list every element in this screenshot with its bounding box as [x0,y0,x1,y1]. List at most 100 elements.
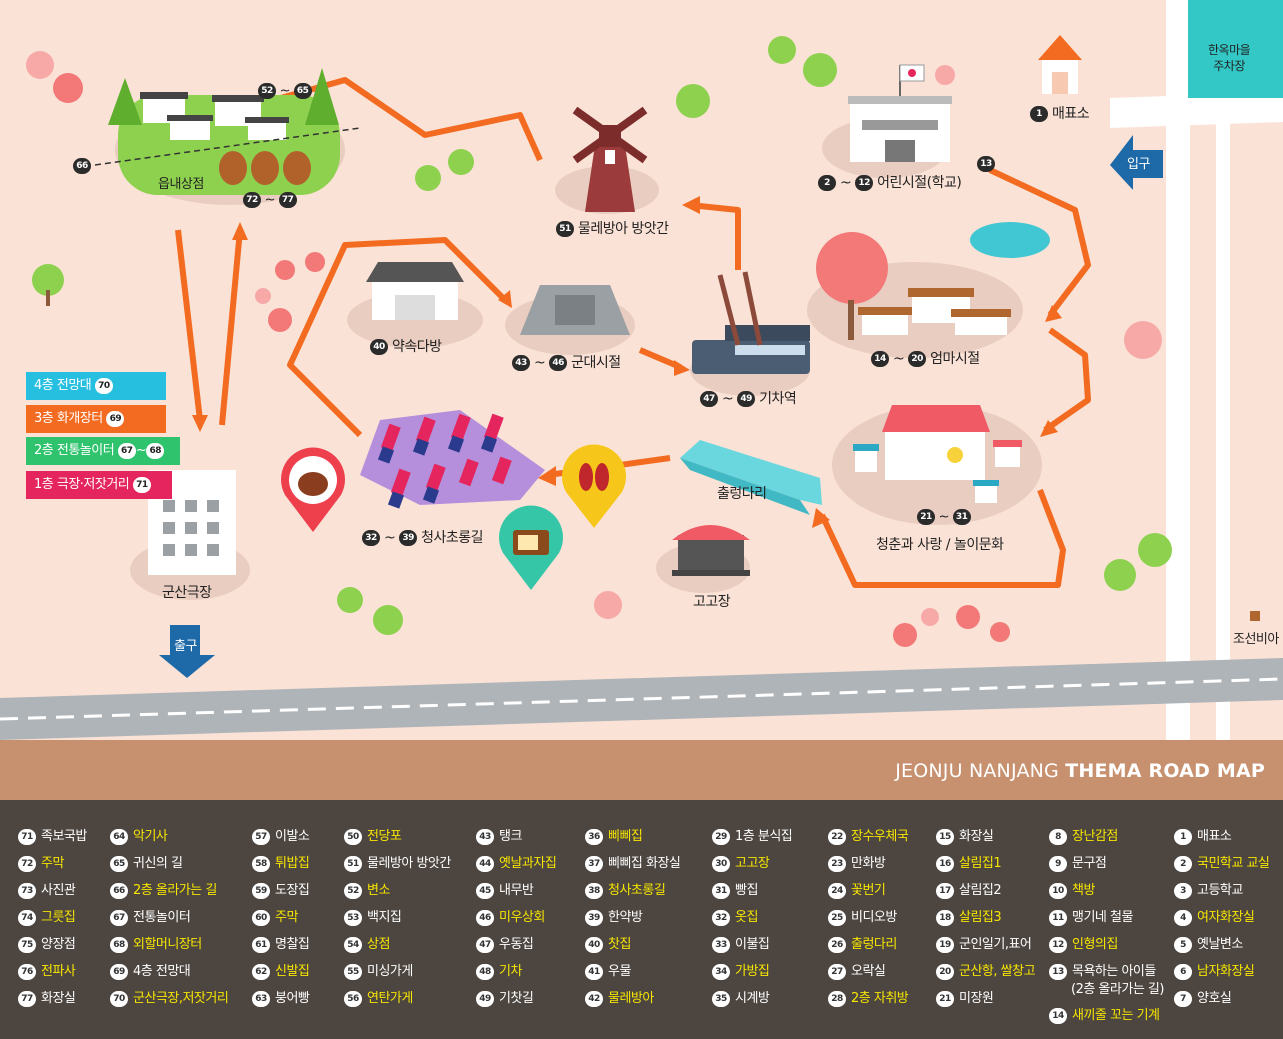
legend-item: 39 한약방 [585,906,680,933]
legend-label: 전파사 [41,964,76,979]
legend-label: 꽃번기 [851,883,886,898]
legend-item: 42 물레방아 [585,987,680,1014]
train-label: 47 ~ 49 기차역 [700,388,797,408]
legend-number: 28 [828,990,846,1007]
legend-label: 고등학교 [1197,883,1243,898]
legend-number: 62 [252,963,270,980]
legend-label: 전통놀이터 [133,910,191,925]
exit-label: 출구 [174,639,197,654]
legend-number: 41 [585,963,603,980]
legend-number: 42 [585,990,603,1007]
legend-label: 양장점 [41,937,76,952]
legend-number: 44 [476,855,494,872]
legend-label: 양호실 [1197,991,1232,1006]
legend-label: 옷집 [735,910,758,925]
legend-label: 연탄가게 [367,991,413,1006]
legend-label: 장난감점 [1072,829,1118,844]
legend-item: 35 시계방 [712,987,792,1014]
legend-number: 56 [344,990,362,1007]
legend-number: 14 [1049,1007,1067,1024]
legend-number: 49 [476,990,494,1007]
legend-number: 63 [252,990,270,1007]
legend-number: 43 [476,828,494,845]
legend-number: 50 [344,828,362,845]
legend-label: 사진관 [41,883,76,898]
legend-label: 주막 [275,910,298,925]
windmill-icon [585,145,635,212]
legend-number: 51 [344,855,362,872]
marker-13: 13 [977,156,995,172]
legend-label: 2층 올라가는 길 [133,883,217,898]
legend-label: 가방집 [735,964,770,979]
legend-label: 청사초롱길 [608,883,666,898]
legend-number: 32 [712,909,730,926]
legend-number: 27 [828,963,846,980]
legend-label: 화장실 [959,829,994,844]
legend-label: 백지집 [367,910,402,925]
road-bottom [0,658,1283,740]
legend-number: 21 [936,990,954,1007]
road-vertical-2 [1216,100,1230,740]
youth-range: 21 ~ 31 [917,509,971,525]
road-lane [0,677,1283,721]
legend-label: 매표소 [1197,829,1232,844]
legend-number: 35 [712,990,730,1007]
legend-number: 7 [1174,990,1192,1007]
legend-label: 도장집 [275,883,310,898]
legend-item: 30 고고장 [712,852,792,879]
legend-item: 56 연탄가게 [344,987,451,1014]
legend-label: 빵집 [735,883,758,898]
legend-label: 고고장 [735,856,770,871]
legend-number: 34 [712,963,730,980]
legend-label: 물레방아 [608,991,654,1006]
legend-label: 한약방 [608,910,643,925]
legend-label: 새끼줄 꼬는 기계 [1072,1008,1160,1023]
legend-label: 기차 [499,964,522,979]
legend-number: 30 [712,855,730,872]
legend-number: 25 [828,909,846,926]
eupnae-range-top: 52 ~ 65 [258,83,312,99]
legend-number: 4 [1174,909,1192,926]
legend-label: 시계방 [735,991,770,1006]
legend-number: 39 [585,909,603,926]
legend-number: 75 [18,936,36,953]
entrance-label: 입구 [1127,157,1150,172]
legend-label: 기찻길 [499,991,534,1006]
legend-label: 오락실 [851,964,886,979]
legend-label: 주막 [41,856,64,871]
legend-number: 69 [110,963,128,980]
legend-number: 58 [252,855,270,872]
legend-label: 군산항, 쌀창고 [959,964,1036,979]
legend-number: 46 [476,909,494,926]
legend-number: 11 [1049,909,1067,926]
legend-label: 목욕하는 아이들 [1072,964,1156,979]
legend-label: 장수우체국 [851,829,909,844]
legend-label: 인형의집 [1072,937,1118,952]
legend-number: 68 [110,936,128,953]
